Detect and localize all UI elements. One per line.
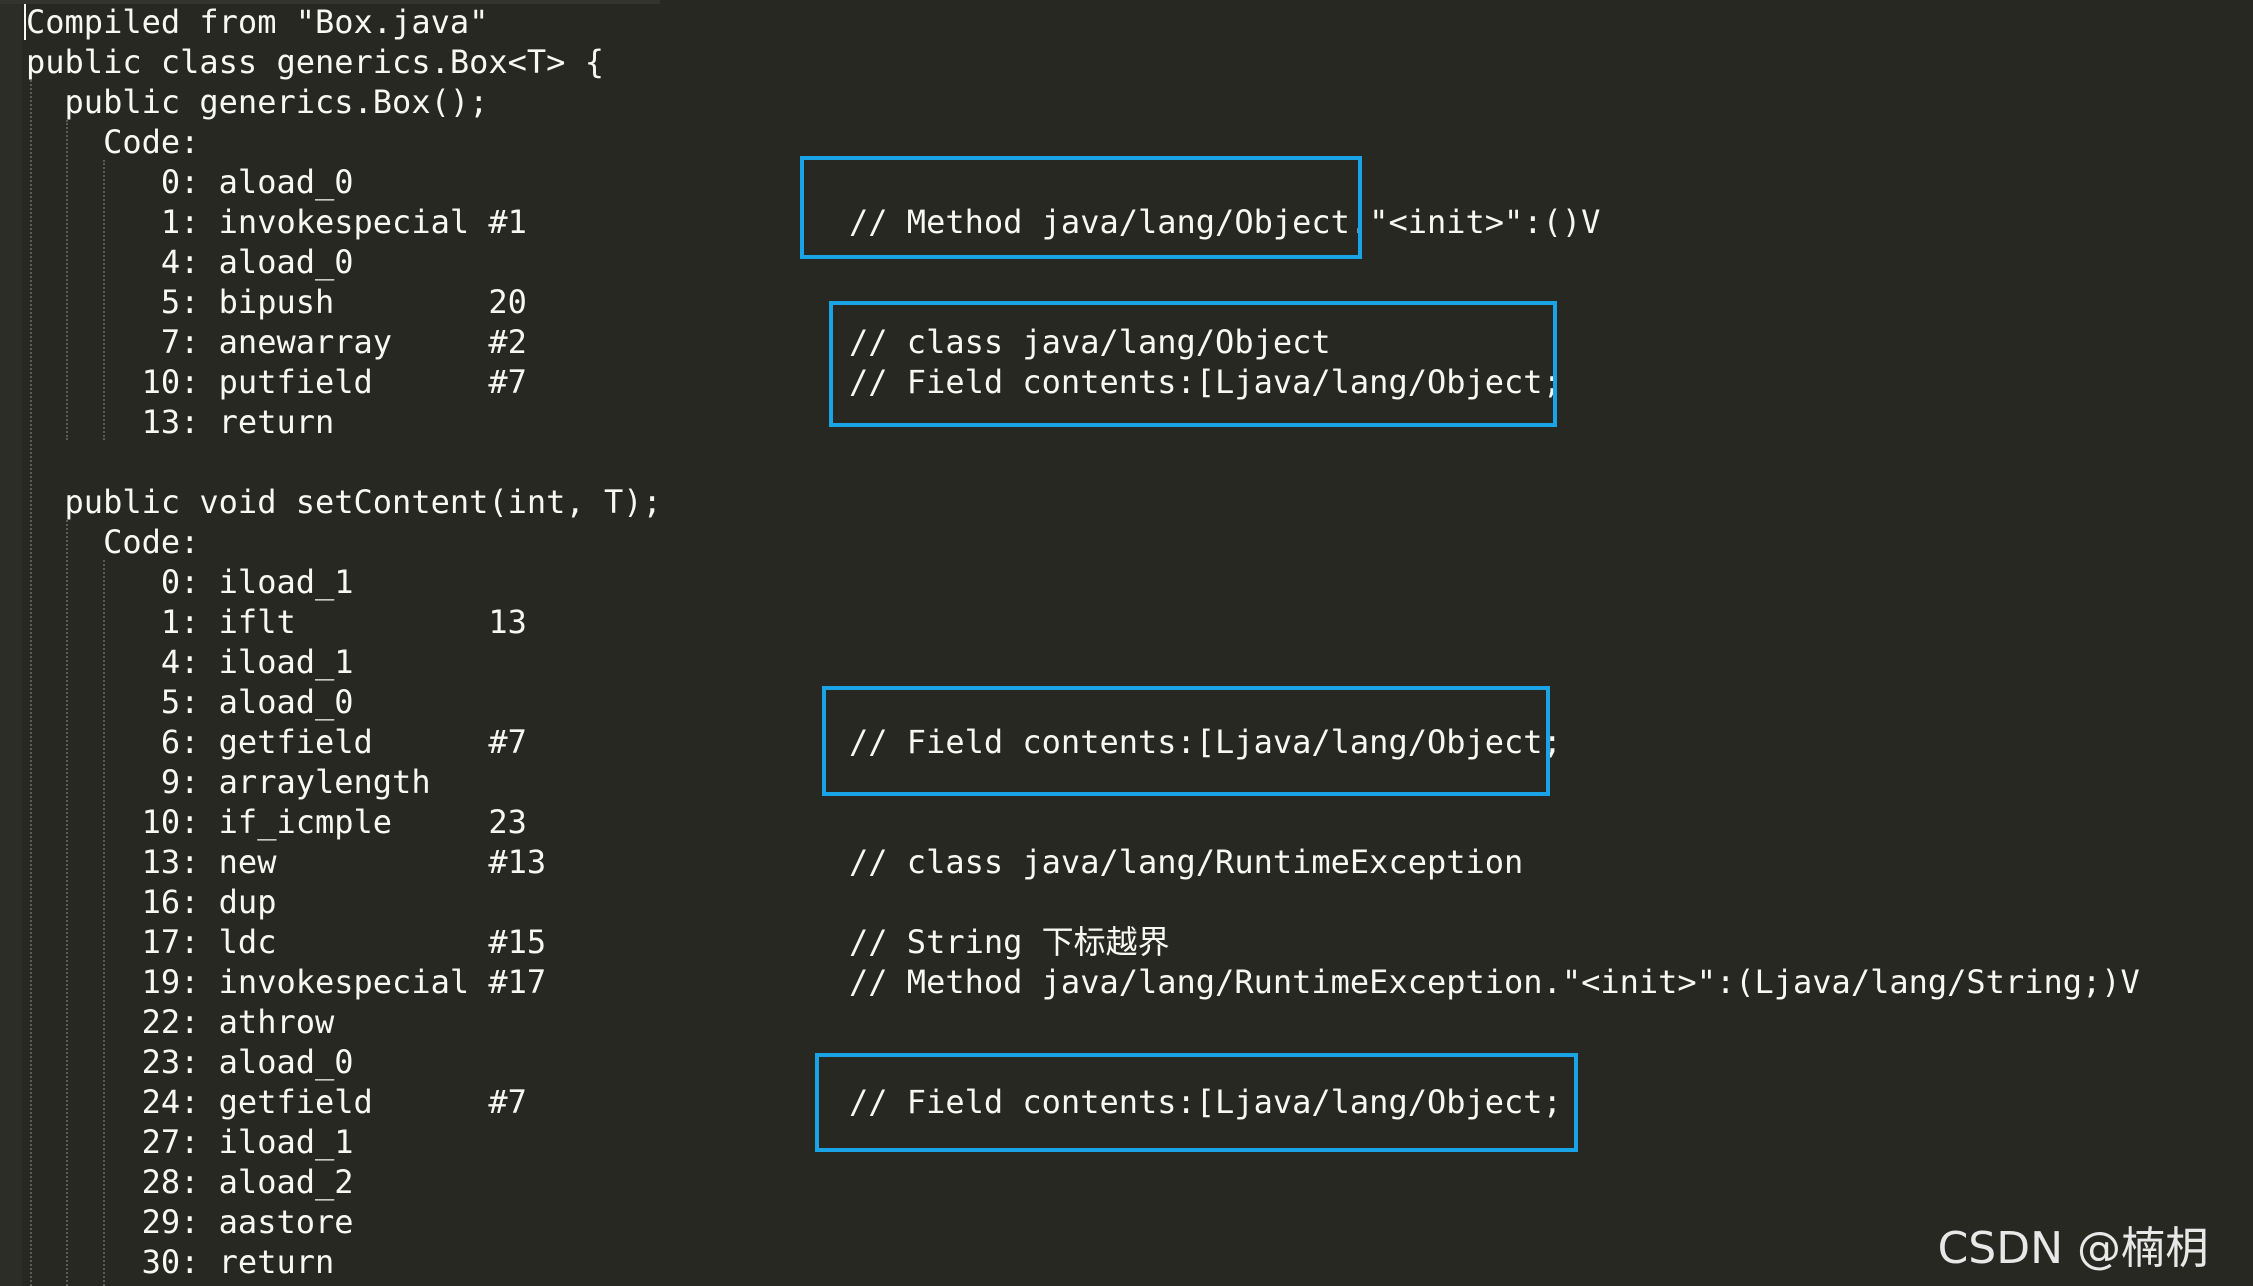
code-line: 0: iload_1 [26,563,354,601]
indent-guide [103,160,105,440]
code-line: 13: new #13 [26,843,547,881]
indent-guide [103,560,105,1286]
code-comment: // Field contents:[Ljava/lang/Object; [849,723,1562,761]
code-line: 1: invokespecial #1 [26,203,527,241]
code-line: 28: aload_2 [26,1163,354,1201]
code-line: 13: return [26,403,335,441]
code-line: 23: aload_0 [26,1043,354,1081]
code-line: 27: iload_1 [26,1123,354,1161]
code-line: public void setContent(int, T); [26,483,662,521]
code-line: 29: aastore [26,1203,354,1241]
text-cursor [24,4,26,40]
code-line: Code: [26,123,200,161]
code-comment: // Method java/lang/RuntimeException."<i… [849,963,2140,1001]
code-line: 9: arraylength [26,763,431,801]
code-line: 10: putfield #7 [26,363,527,401]
code-line: 4: iload_1 [26,643,354,681]
code-line: public class generics.Box<T> { [26,43,604,81]
indent-guide [66,120,68,440]
code-line: 19: invokespecial #17 [26,963,547,1001]
code-comment: // Field contents:[Ljava/lang/Object; [849,1083,1562,1121]
code-comment: // Field contents:[Ljava/lang/Object; [849,363,1562,401]
code-line: 10: if_icmple 23 [26,803,527,841]
code-line: 30: return [26,1243,335,1281]
editor-gutter [0,0,22,1286]
code-line: Compiled from "Box.java" [26,3,489,41]
highlight-box-class-and-field [829,301,1557,427]
highlight-box-getfield-2 [815,1053,1578,1152]
code-line: public generics.Box(); [26,83,489,121]
code-line: 22: athrow [26,1003,335,1041]
code-line: 7: anewarray #2 [26,323,527,361]
code-comment: // String 下标越界 [849,923,1170,961]
indent-guide [30,80,32,1286]
code-line: 5: aload_0 [26,683,354,721]
code-line: 1: iflt 13 [26,603,527,641]
code-line: 4: aload_0 [26,243,354,281]
indent-guide [66,520,68,1286]
code-line: 17: ldc #15 [26,923,547,961]
code-comment: // class java/lang/Object [849,323,1331,361]
highlight-box-getfield-1 [822,686,1550,796]
code-line: 16: dup [26,883,277,921]
code-line: Code: [26,523,200,561]
watermark: CSDN @楠枂 [1937,1223,2209,1274]
code-line: 5: bipush 20 [26,283,527,321]
code-line: 0: aload_0 [26,163,354,201]
tab-shade [0,0,660,4]
highlight-box-method-object-init [800,156,1362,259]
code-comment: // Method java/lang/Object."<init>":()V [849,203,1601,241]
code-line: 24: getfield #7 [26,1083,527,1121]
code-comment: // class java/lang/RuntimeException [849,843,1524,881]
code-line: 6: getfield #7 [26,723,527,761]
